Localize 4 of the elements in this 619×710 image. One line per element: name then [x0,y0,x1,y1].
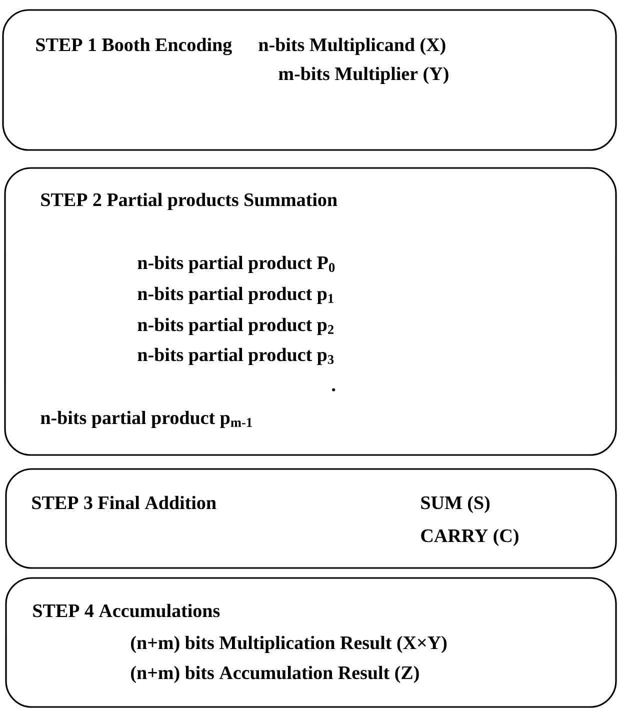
step-box: STEP 1 Booth Encoding n-bits Multiplicand (X) m-bits Multiplier (Y) [2,9,617,151]
step-box: STEP 4 Accumulations (n+m) bits Multiplication Result (X×Y) (n+m) bits Accumulation Result (Z) [5,577,617,708]
step-box: STEP 2 Partial products Summation n-bits partial product P$_{0}$ n-bits partial product p$_{1}$ n-bits partial product p$_{2}$ n-bits partial product p$_{3}$ . n-bits partial product p$_{m-1}$ [4,167,617,456]
step-box: STEP 3 Final Addition SUM (S) CARRY (C) [5,468,617,569]
